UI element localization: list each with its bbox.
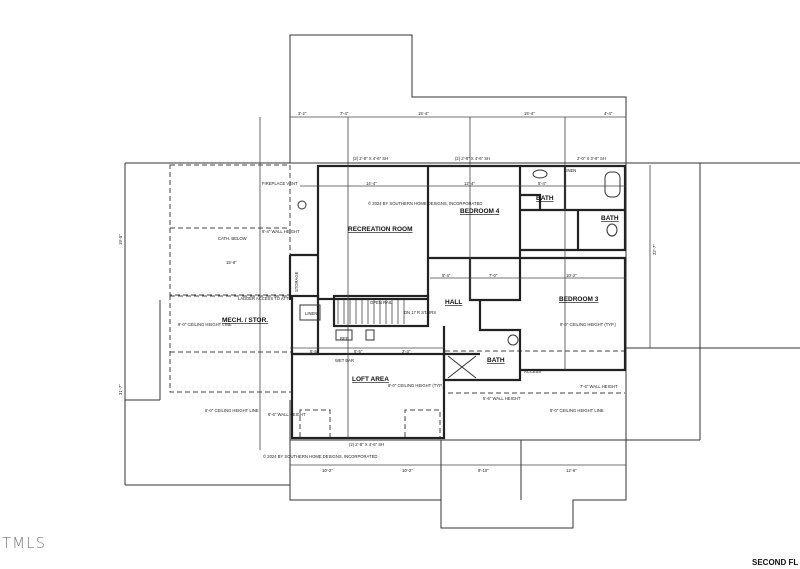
notes-open-rail-label: OPEN RAIL bbox=[370, 300, 393, 305]
bathtub-icon bbox=[604, 171, 621, 198]
dimensions-bath-w-label: 5'-4" bbox=[538, 181, 547, 186]
label-linen-mid: LINEN bbox=[305, 311, 317, 316]
room-loft: LOFT AREA bbox=[352, 376, 389, 383]
room-labels: RECREATION ROOM BEDROOM 4 BEDROOM 3 BATH… bbox=[222, 168, 619, 383]
notes-dn-stairs-label: DN 17 R STAIRS bbox=[404, 310, 436, 315]
sink-icon bbox=[532, 169, 548, 179]
notes-wall-height-5-6-label: 5'-6" WALL HEIGHT bbox=[483, 396, 521, 401]
dimensions-bottom-2-label: 9'-10" bbox=[478, 468, 489, 473]
notes-wet-bar-label: WET BAR bbox=[335, 358, 354, 363]
linen-closet bbox=[299, 304, 321, 321]
room-bath-right: BATH bbox=[601, 215, 619, 222]
notes-fireplace-vent-label: FIREPLACE VENT bbox=[262, 181, 298, 186]
notes-wall-height-7-6-label: 7'-6" WALL HEIGHT bbox=[580, 384, 618, 389]
dimensions-loft-b-label: 6'-5" bbox=[354, 349, 363, 354]
notes-ceiling-line-right-label: 5'-0" CEILING HEIGHT LINE bbox=[550, 408, 604, 413]
dimensions-left-mid-label: 15'-8" bbox=[226, 260, 237, 265]
notes-window-loft-label: (2) 2'-8" X 4'-6" SH bbox=[349, 442, 384, 447]
dimensions-bed3-w-label: 10'-2" bbox=[566, 273, 577, 278]
dimensions-closet-w-label: 7'-0" bbox=[489, 273, 498, 278]
dimensions-top-2-label: 15'-4" bbox=[418, 111, 429, 116]
notes-window-bath-label: 2'-0" X 3'-6" SH bbox=[577, 156, 606, 161]
dimension-lines bbox=[259, 116, 651, 466]
room-bedroom-3: BEDROOM 3 bbox=[559, 296, 599, 303]
notes-ceiling-line-left-bot-label: 5'-0" CEILING HEIGHT LINE bbox=[205, 408, 259, 413]
room-recreation: RECREATION ROOM bbox=[348, 226, 413, 233]
notes-wall-height-8-4-label: 8'-4" WALL HEIGHT bbox=[262, 229, 300, 234]
dimensions-bottom-0-label: 10'-2" bbox=[322, 468, 333, 473]
notes-cath-below-label: CATH. BELOW bbox=[218, 236, 247, 241]
dimensions-top-1-label: 7'-4" bbox=[340, 111, 349, 116]
notes-ceiling-line-left-top-label: 9'-0" CEILING HEIGHT LINE bbox=[178, 322, 232, 327]
hall-sink-icon bbox=[507, 334, 519, 346]
notes-wall-height-6-6-label: 6'-6" WALL HEIGHT bbox=[268, 412, 306, 417]
notes: FIREPLACE VENT CATH. BELOW 8'-4" WALL HE… bbox=[178, 156, 618, 459]
notes-window-rec-label: (2) 2'-8" X 4'-6" SH bbox=[353, 156, 388, 161]
dimensions-bottom-3-label: 12'-6" bbox=[566, 468, 577, 473]
dimension-labels: 3'-2" 7'-4" 15'-4" 15'-4" 4'-4" 14'-4" 1… bbox=[118, 111, 657, 473]
room-bath-top: BATH bbox=[536, 195, 554, 202]
stairs bbox=[337, 300, 405, 324]
room-bath-hall: BATH bbox=[487, 357, 505, 364]
dimensions-top-3-label: 15'-4" bbox=[524, 111, 535, 116]
dimensions-hall-w-label: 5'-4" bbox=[442, 273, 451, 278]
dimensions-bed4-width-label: 12'-4" bbox=[464, 181, 475, 186]
dimensions-rec-width-label: 14'-4" bbox=[366, 181, 377, 186]
notes-copyright-top-label: © 2024 BY SOUTHERN HOME DESIGNS, INCORPO… bbox=[368, 201, 482, 206]
notes-loft-ceiling-label: 9'-0" CEILING HEIGHT (TYP.) bbox=[388, 383, 444, 388]
label-ref: REF. bbox=[340, 336, 349, 341]
dimensions-bottom-1-label: 10'-2" bbox=[402, 468, 413, 473]
room-bedroom-4: BEDROOM 4 bbox=[460, 208, 500, 215]
label-linen-top: LINEN bbox=[564, 168, 576, 173]
toilet-icon bbox=[606, 223, 618, 237]
room-hall: HALL bbox=[445, 299, 462, 306]
mls-watermark: TMLS bbox=[2, 534, 46, 552]
room-mech-stor: MECH. / STOR. bbox=[222, 317, 268, 324]
dimensions-left-bottom-label: 31'-7" bbox=[118, 384, 123, 395]
dimensions-loft-c-label: 2'-3" bbox=[402, 349, 411, 354]
dimensions-top-0-label: 3'-2" bbox=[298, 111, 307, 116]
label-access: ACCESS bbox=[524, 369, 541, 374]
dimensions-right-overall-label: 22'-7" bbox=[652, 244, 657, 255]
dimensions-loft-a-label: 5'-5" bbox=[310, 349, 319, 354]
label-storage: STORAGE bbox=[294, 271, 299, 292]
refrigerator bbox=[335, 329, 353, 341]
notes-copyright-bottom-label: © 2024 BY SOUTHERN HOME DESIGNS, INCORPO… bbox=[263, 454, 377, 459]
fireplace-vent-icon bbox=[297, 200, 307, 210]
notes-ladder-access-label: LADDER ACCESS TO ATTIC bbox=[238, 296, 293, 301]
sheet-title: SECOND FL bbox=[752, 558, 799, 567]
notes-bed3-ceiling-label: 9'-0" CEILING HEIGHT (TYP.) bbox=[560, 322, 616, 327]
notes-window-bed4-label: (2) 2'-8" X 4'-6" SH bbox=[455, 156, 490, 161]
fixtures bbox=[297, 169, 621, 379]
dimensions-top-4-label: 4'-4" bbox=[604, 111, 613, 116]
dimensions-left-overall-label: 19'-5" bbox=[118, 234, 123, 245]
